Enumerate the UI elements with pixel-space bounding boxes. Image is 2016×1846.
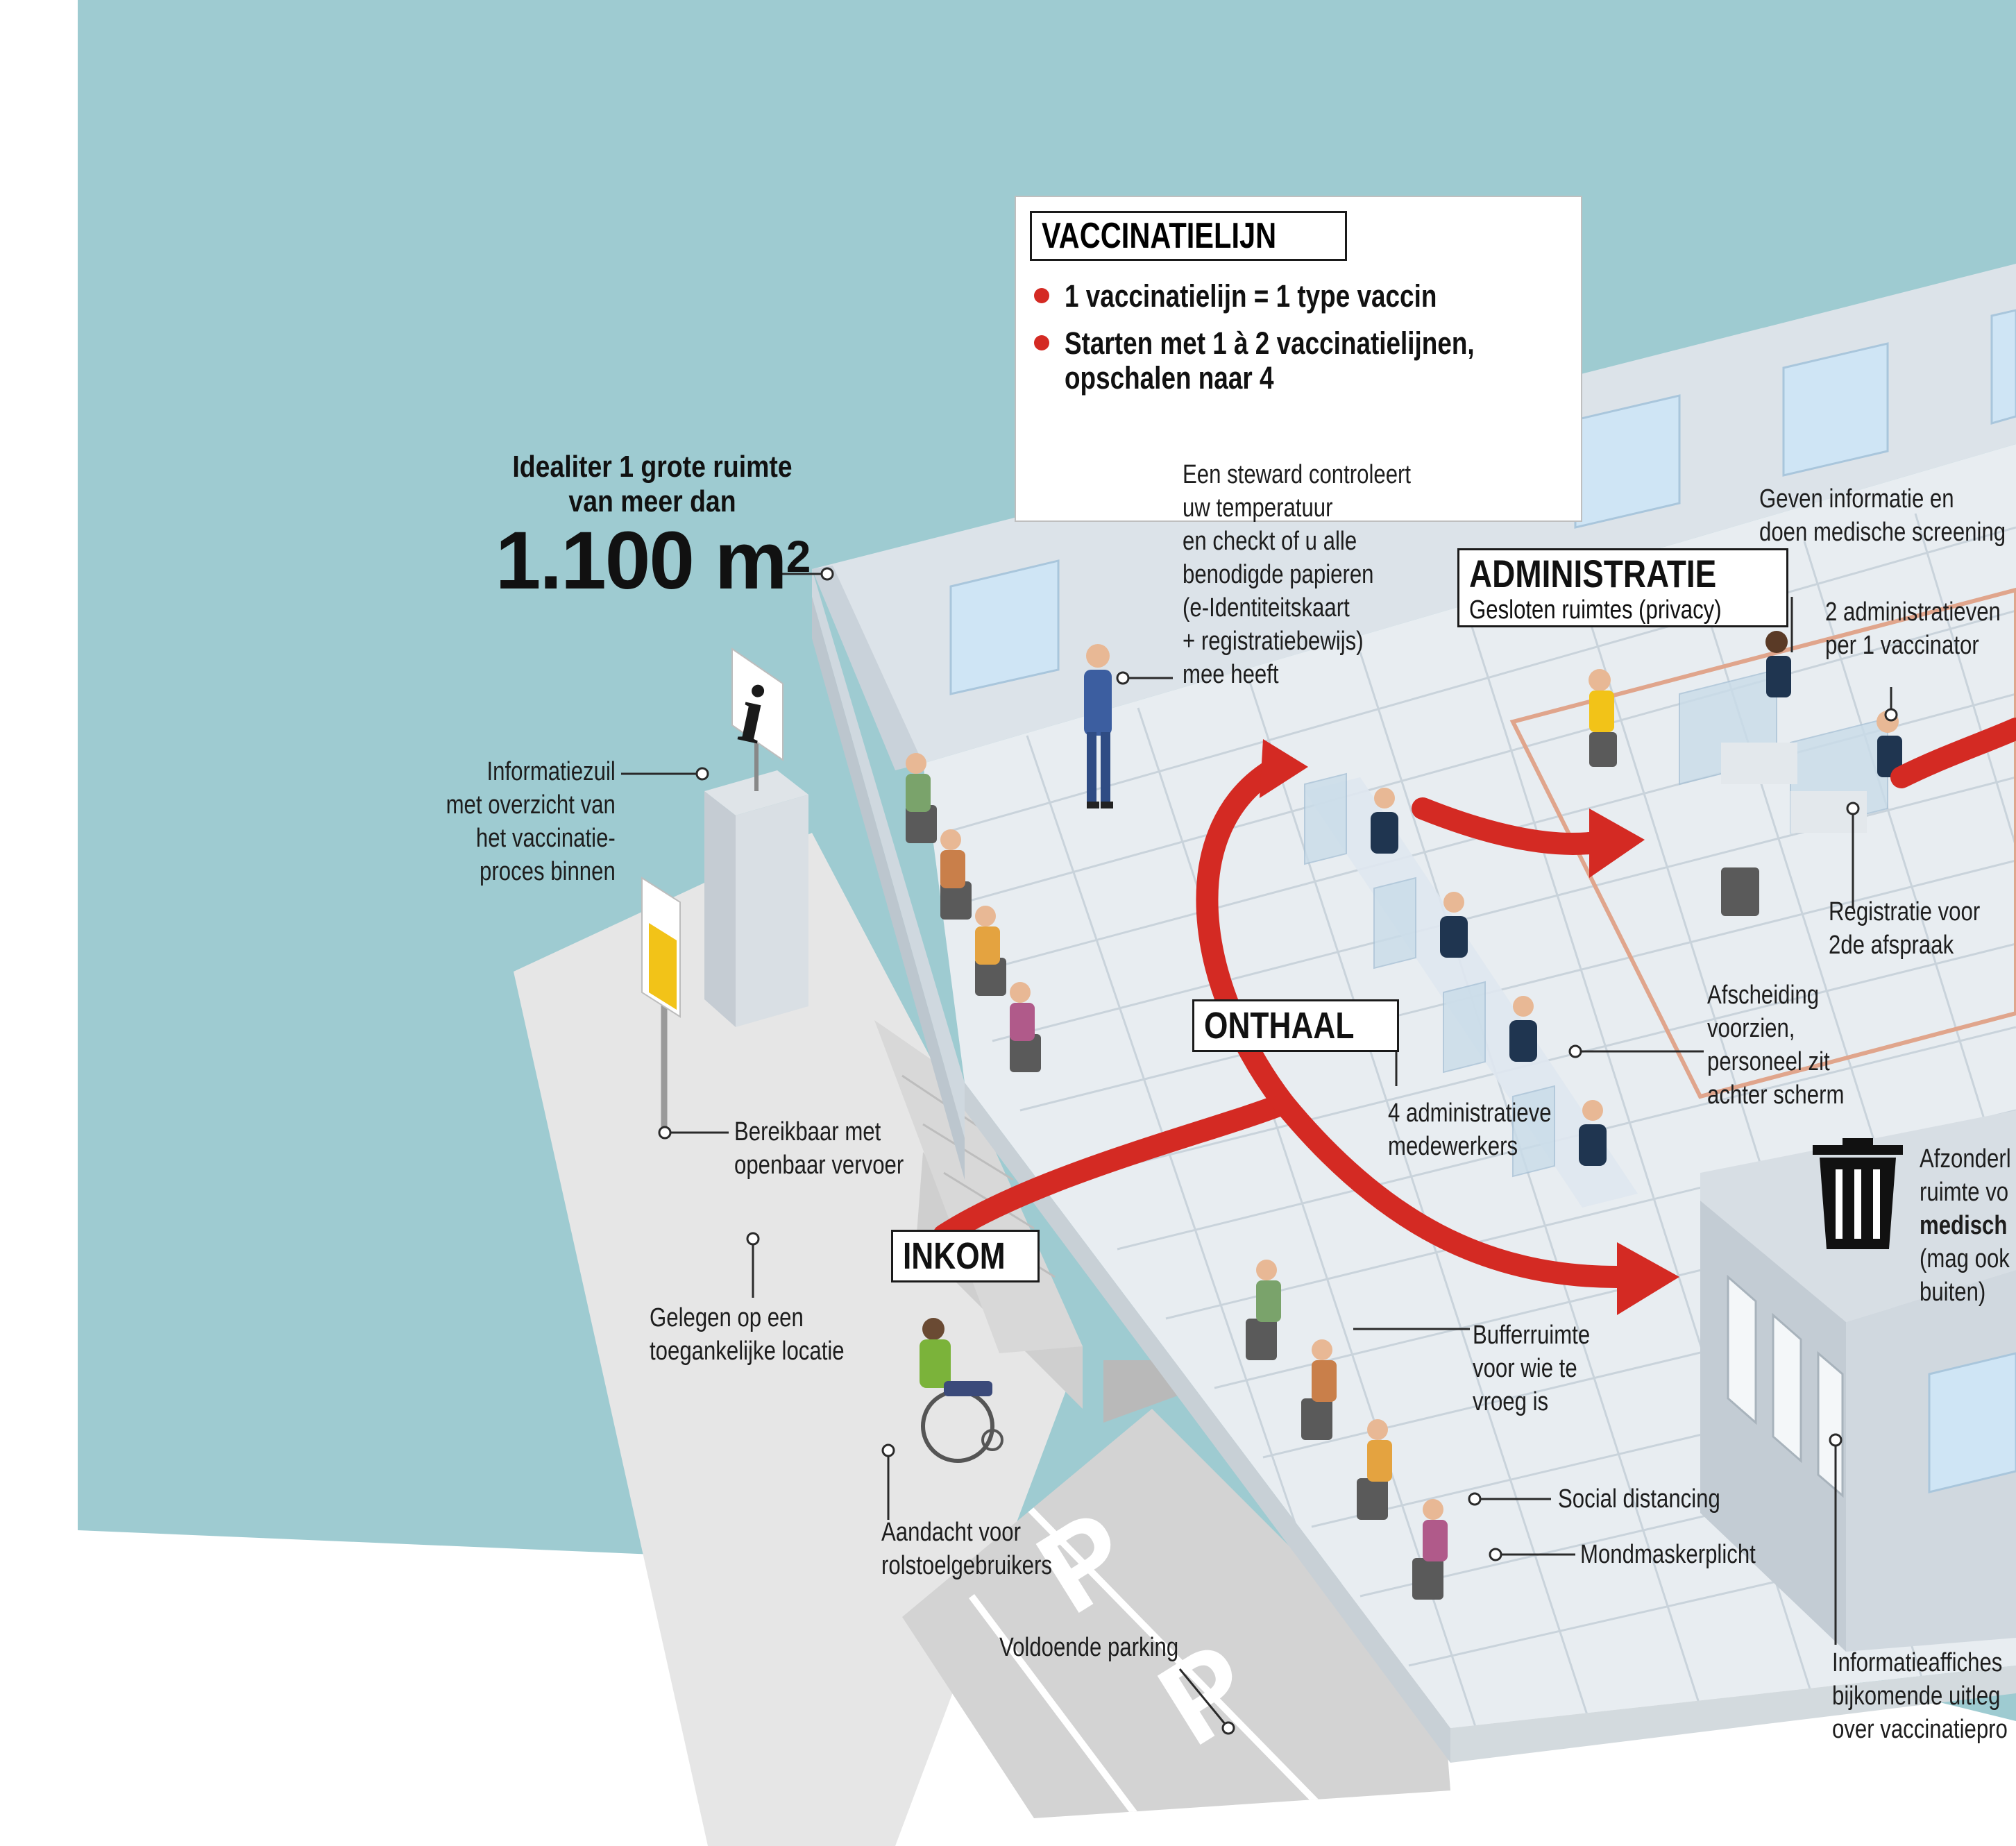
headline-line1: Idealiter 1 grote ruimte	[512, 450, 793, 484]
vaccinatielijn-box: VACCINATIELIJN 1 vaccinatielijn = 1 type…	[1015, 196, 1582, 522]
entrance-wall-face	[812, 597, 965, 1180]
buffer-seating	[1246, 1260, 1448, 1600]
steward-figure	[1084, 644, 1113, 808]
arrow-to-administratie	[1412, 797, 1600, 855]
windows	[949, 309, 2016, 695]
arrow-heads	[1260, 739, 1679, 1315]
headline-line2: van meer dan	[568, 484, 736, 518]
vaccinatielijn-title: VACCINATIELIJN	[1030, 211, 1347, 261]
label-mondmasker: Mondmaskerplicht	[1580, 1540, 1756, 1569]
info-kiosk: i	[704, 647, 808, 1027]
waiting-row-left	[906, 753, 1041, 1072]
tag-administratie: ADMINISTRATIE Gesloten ruimtes (privacy)	[1457, 548, 1789, 627]
vaccinatielijn-bullet-1: 1 vaccinatielijn = 1 type vaccin	[1034, 279, 1518, 314]
onthaal-desks	[1304, 772, 1638, 1208]
headline-area: 1.100 m2	[495, 515, 811, 607]
vaccinatielijn-bullet-2: Starten met 1 à 2 vaccinatielijnen,opsch…	[1034, 326, 1564, 396]
arrow-to-vaccination	[1890, 718, 2016, 788]
floor-edge	[965, 1083, 1450, 1763]
arrow-inkom	[933, 1092, 1295, 1246]
parking-area	[902, 1409, 1450, 1818]
headline: Idealiter 1 grote ruimte van meer dan 1.…	[458, 450, 847, 602]
administratie-zone	[1509, 587, 2016, 1099]
ramp-block	[1103, 1360, 1180, 1423]
bullet-dot-icon	[1034, 335, 1049, 351]
trash-bin-icon	[1813, 1138, 1903, 1249]
administratie-subtitle: Gesloten ruimtes (privacy)	[1469, 595, 1722, 625]
wheelchair-user	[920, 1318, 1003, 1463]
tag-onthaal: ONTHAAL	[1192, 999, 1399, 1052]
arrow-to-buffer	[1273, 1092, 1628, 1288]
bullet-dot-icon	[1034, 288, 1049, 304]
bus-stop-sign	[641, 877, 681, 1138]
label-parking: Voldoende parking	[999, 1633, 1179, 1662]
label-distancing: Social distancing	[1558, 1484, 1720, 1514]
tag-inkom: INKOM	[891, 1230, 1040, 1282]
administratie-desks	[1589, 631, 1902, 916]
building-left-wall	[812, 569, 965, 1138]
leader-lines	[621, 567, 1898, 1735]
